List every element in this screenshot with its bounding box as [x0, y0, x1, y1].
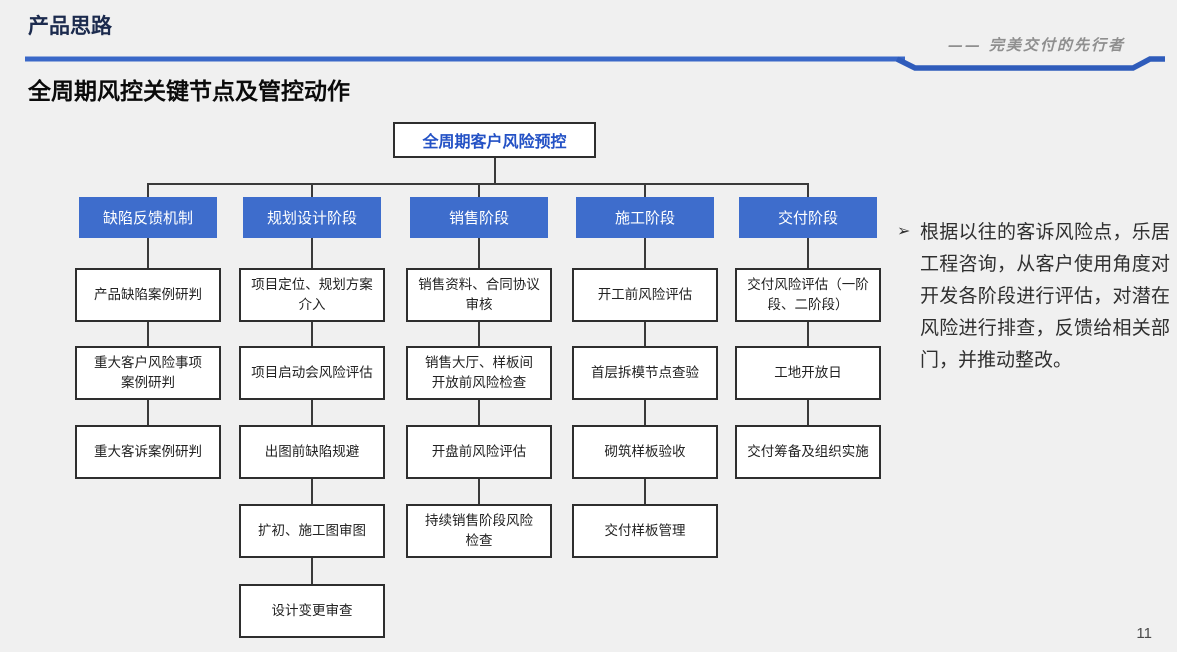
connector-line	[644, 400, 646, 425]
connector-line	[644, 238, 646, 268]
connector-line	[478, 400, 480, 425]
connector-line	[478, 238, 480, 268]
connector-line	[311, 479, 313, 504]
flow-node: 开工前风险评估	[572, 268, 718, 322]
flow-node: 交付筹备及组织实施	[735, 425, 881, 479]
connector-line	[147, 322, 149, 346]
connector-line	[493, 158, 496, 183]
root-node: 全周期客户风险预控	[393, 122, 596, 158]
connector-line	[311, 183, 313, 197]
page-number: 11	[1136, 625, 1152, 642]
flow-node: 重大客诉案例研判	[75, 425, 221, 479]
flow-node: 设计变更审查	[239, 584, 385, 638]
flow-node: 交付风险评估（一阶 段、二阶段）	[735, 268, 881, 322]
flow-node: 砌筑样板验收	[572, 425, 718, 479]
stage-header: 交付阶段	[739, 197, 877, 238]
slide-title: 产品思路	[28, 15, 112, 38]
flow-node: 重大客户风险事项 案例研判	[75, 346, 221, 400]
connector-line	[807, 183, 809, 197]
flow-node: 扩初、施工图审图	[239, 504, 385, 558]
note-text: 根据以往的客诉风险点，乐居工程咨询，从客户使用角度对开发各阶段进行评估，对潜在风…	[920, 222, 1170, 371]
connector-line	[644, 183, 646, 197]
connector-line	[644, 479, 646, 504]
section-heading: 全周期风控关键节点及管控动作	[28, 78, 350, 104]
stage-header: 缺陷反馈机制	[79, 197, 217, 238]
flow-node: 出图前缺陷规避	[239, 425, 385, 479]
connector-line	[311, 322, 313, 346]
connector-line	[147, 183, 149, 197]
header-divider	[25, 56, 1165, 71]
connector-line	[478, 322, 480, 346]
connector-line	[478, 183, 480, 197]
connector-line	[311, 558, 313, 584]
connector-line	[311, 238, 313, 268]
flow-node: 项目启动会风险评估	[239, 346, 385, 400]
flow-node: 持续销售阶段风险 检查	[406, 504, 552, 558]
flow-node: 交付样板管理	[572, 504, 718, 558]
connector-line	[807, 322, 809, 346]
connector-line	[147, 238, 149, 268]
connector-line	[311, 400, 313, 425]
flow-node: 项目定位、规划方案 介入	[239, 268, 385, 322]
stage-header: 销售阶段	[410, 197, 548, 238]
connector-line	[478, 479, 480, 504]
flow-node: 首层拆模节点查验	[572, 346, 718, 400]
flow-node: 销售大厅、样板间 开放前风险检查	[406, 346, 552, 400]
connector-line	[644, 322, 646, 346]
note-block: ➢ 根据以往的客诉风险点，乐居工程咨询，从客户使用角度对开发各阶段进行评估，对潜…	[897, 217, 1170, 377]
flow-node: 开盘前风险评估	[406, 425, 552, 479]
connector-line	[147, 400, 149, 425]
arrow-bullet-icon: ➢	[897, 223, 911, 240]
flow-node: 工地开放日	[735, 346, 881, 400]
stage-header: 施工阶段	[576, 197, 714, 238]
flow-node: 产品缺陷案例研判	[75, 268, 221, 322]
stage-header: 规划设计阶段	[243, 197, 381, 238]
connector-line	[807, 400, 809, 425]
flow-node: 销售资料、合同协议 审核	[406, 268, 552, 322]
connector-line	[807, 238, 809, 268]
tagline: —— 完美交付的先行者	[947, 36, 1125, 54]
